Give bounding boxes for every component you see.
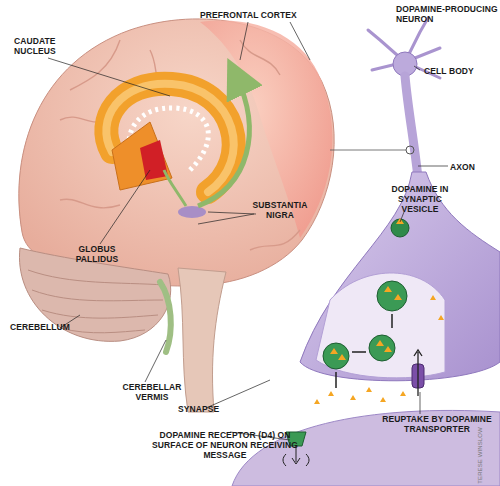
zoom-circle: [406, 146, 414, 154]
vesicle-arrows: [336, 314, 392, 388]
part-label: REUPTAKE BY DOPAMINE TRANSPORTER: [382, 414, 492, 434]
part-label: AXON: [450, 162, 490, 172]
brainstem: [178, 268, 226, 412]
globus-pallidus-shape: [140, 140, 168, 180]
leader-line: [48, 22, 448, 440]
vesicle-group: [323, 218, 409, 388]
dopamine-molecules: [330, 218, 404, 360]
zoom-line: [330, 150, 406, 151]
axon-terminal: [300, 172, 500, 381]
putamen-shape: [112, 122, 172, 190]
part-label: CELL BODY: [424, 66, 494, 76]
part-label: GLOBUS PALLIDUS: [62, 244, 132, 264]
part-label: CAUDATE NUCLEUS: [14, 36, 84, 56]
part-label: DOPAMINE IN SYNAPTIC VESICLE: [380, 184, 460, 214]
brain-outline: [19, 19, 334, 286]
part-label: CEREBELLUM: [10, 322, 90, 332]
synaptic-vesicle: [377, 281, 407, 311]
part-label: DOPAMINE RECEPTOR (D4) ON SURFACE OF NEU…: [150, 430, 300, 460]
synaptic-vesicle: [369, 335, 395, 361]
caudate-highlight: [106, 84, 233, 192]
caudate-nucleus-shape: [106, 84, 233, 192]
synaptic-vesicle: [323, 343, 349, 369]
part-label: DOPAMINE-PRODUCING NEURON: [396, 4, 500, 24]
artist-credit: TERESE WINSLOW: [477, 416, 484, 486]
dopamine-pathway-arrow: [198, 76, 249, 206]
part-label: SUBSTANTIA NIGRA: [240, 200, 320, 220]
substantia-nigra-shape: [178, 206, 206, 218]
part-label: CEREBELLAR VERMIS: [112, 382, 192, 402]
nigrostriatal-arrow: [164, 170, 186, 206]
part-label: PREFRONTAL CORTEX: [200, 10, 310, 20]
axon-shape: [405, 76, 418, 178]
released-dopamine: [314, 295, 444, 404]
terminal-cutaway: [316, 273, 445, 378]
part-label: SYNAPSE: [178, 404, 238, 414]
brain-gyri: [60, 40, 300, 250]
reuptake-arrow: [414, 350, 422, 396]
